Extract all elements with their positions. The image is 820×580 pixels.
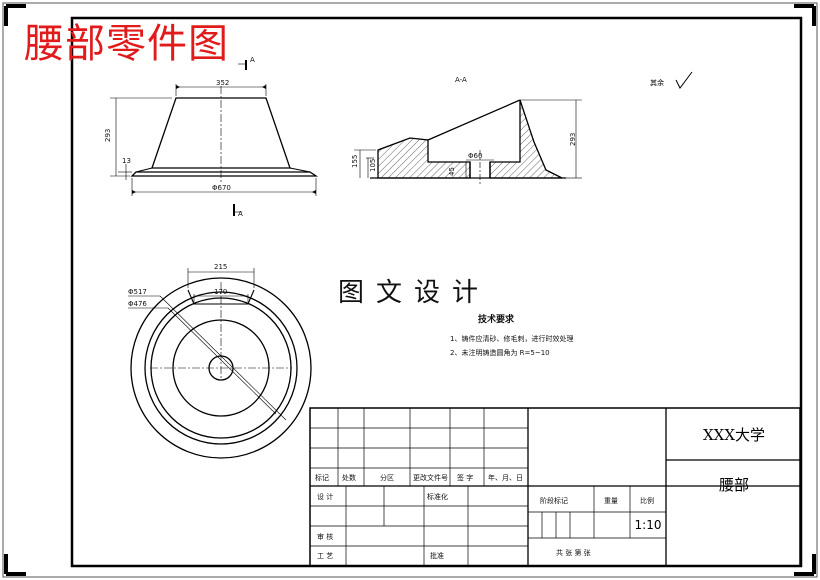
tb-label-docno: 更改文件号	[413, 474, 448, 482]
tb-label-zone: 分区	[380, 474, 394, 482]
tb-label-stage: 阶段标记	[540, 497, 568, 505]
section-view	[370, 99, 566, 186]
cut-label-top: A	[250, 56, 255, 64]
dim-section-45: 45	[448, 167, 456, 176]
section-dims	[354, 99, 582, 179]
tb-label-weight: 重量	[604, 497, 618, 505]
scale-value: 1:10	[634, 518, 662, 532]
tb-label-count: 处数	[342, 474, 356, 482]
dim-base-dia: Φ670	[212, 184, 231, 192]
section-title: A-A	[455, 76, 467, 84]
dim-section-hole: Φ60	[468, 152, 482, 160]
tb-label-sheets: 共 张 第 张	[556, 549, 591, 557]
notes-line-1: 1、铸件应清砂、修毛刺，进行时效处理	[450, 335, 574, 343]
dim-plan-170: 170	[214, 288, 227, 296]
dim-section-height: 293	[569, 133, 577, 146]
tb-label-process: 工 艺	[317, 552, 334, 560]
part-name: 腰部	[718, 476, 749, 494]
notes-title: 技术要求	[478, 315, 515, 325]
dim-section-155: 155	[351, 155, 359, 168]
notes-line-2: 2、未注明铸造圆角为 R=5~10	[450, 349, 550, 357]
tb-label-ratio: 比例	[640, 497, 654, 505]
dim-height: 293	[104, 129, 112, 142]
dim-section-105: 105	[369, 159, 377, 172]
dim-plan-517: Φ517	[128, 288, 147, 296]
tb-label-date: 年、月、日	[488, 474, 523, 482]
dim-plan-476: Φ476	[128, 300, 147, 308]
drawing-title-overlay: 腰部零件图	[24, 21, 229, 67]
title-block	[309, 407, 801, 567]
plan-view	[128, 268, 312, 459]
tb-label-sign: 签 字	[457, 474, 474, 482]
tb-label-mark: 标记	[315, 474, 329, 482]
tb-label-review: 审 核	[317, 533, 334, 541]
tb-label-standard: 标准化	[427, 493, 448, 501]
tb-label-approve: 批准	[430, 552, 444, 560]
school-name: XXX大学	[702, 426, 766, 444]
front-view	[110, 60, 319, 216]
design-watermark: 图文设计	[338, 278, 491, 308]
roughness-symbol	[675, 71, 693, 89]
cut-label-bottom: A	[238, 210, 243, 218]
roughness-label: 其余	[650, 79, 664, 87]
corner-marks	[4, 4, 816, 576]
dim-flange: 13	[122, 157, 131, 165]
dim-plan-215: 215	[214, 263, 227, 271]
tb-label-design: 设 计	[317, 493, 334, 501]
dim-top-width: 352	[216, 79, 229, 87]
